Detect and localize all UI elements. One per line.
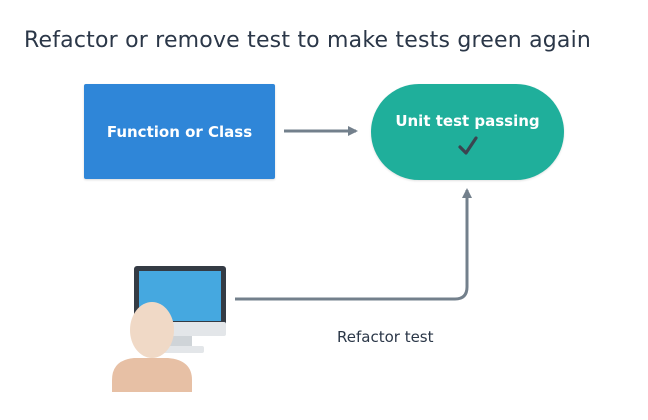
unit-test-passing-node: Unit test passing: [371, 84, 564, 180]
page-title: Refactor or remove test to make tests gr…: [24, 28, 592, 53]
function-or-class-label: Function or Class: [106, 122, 253, 141]
unit-test-passing-label: Unit test passing: [395, 112, 540, 130]
checkmark-icon: [458, 136, 478, 155]
developer-at-computer-icon: [112, 266, 226, 392]
arrow-developer-to-test: [235, 188, 472, 301]
function-or-class-box: Function or Class: [84, 84, 275, 179]
refactor-test-label: Refactor test: [337, 328, 434, 346]
